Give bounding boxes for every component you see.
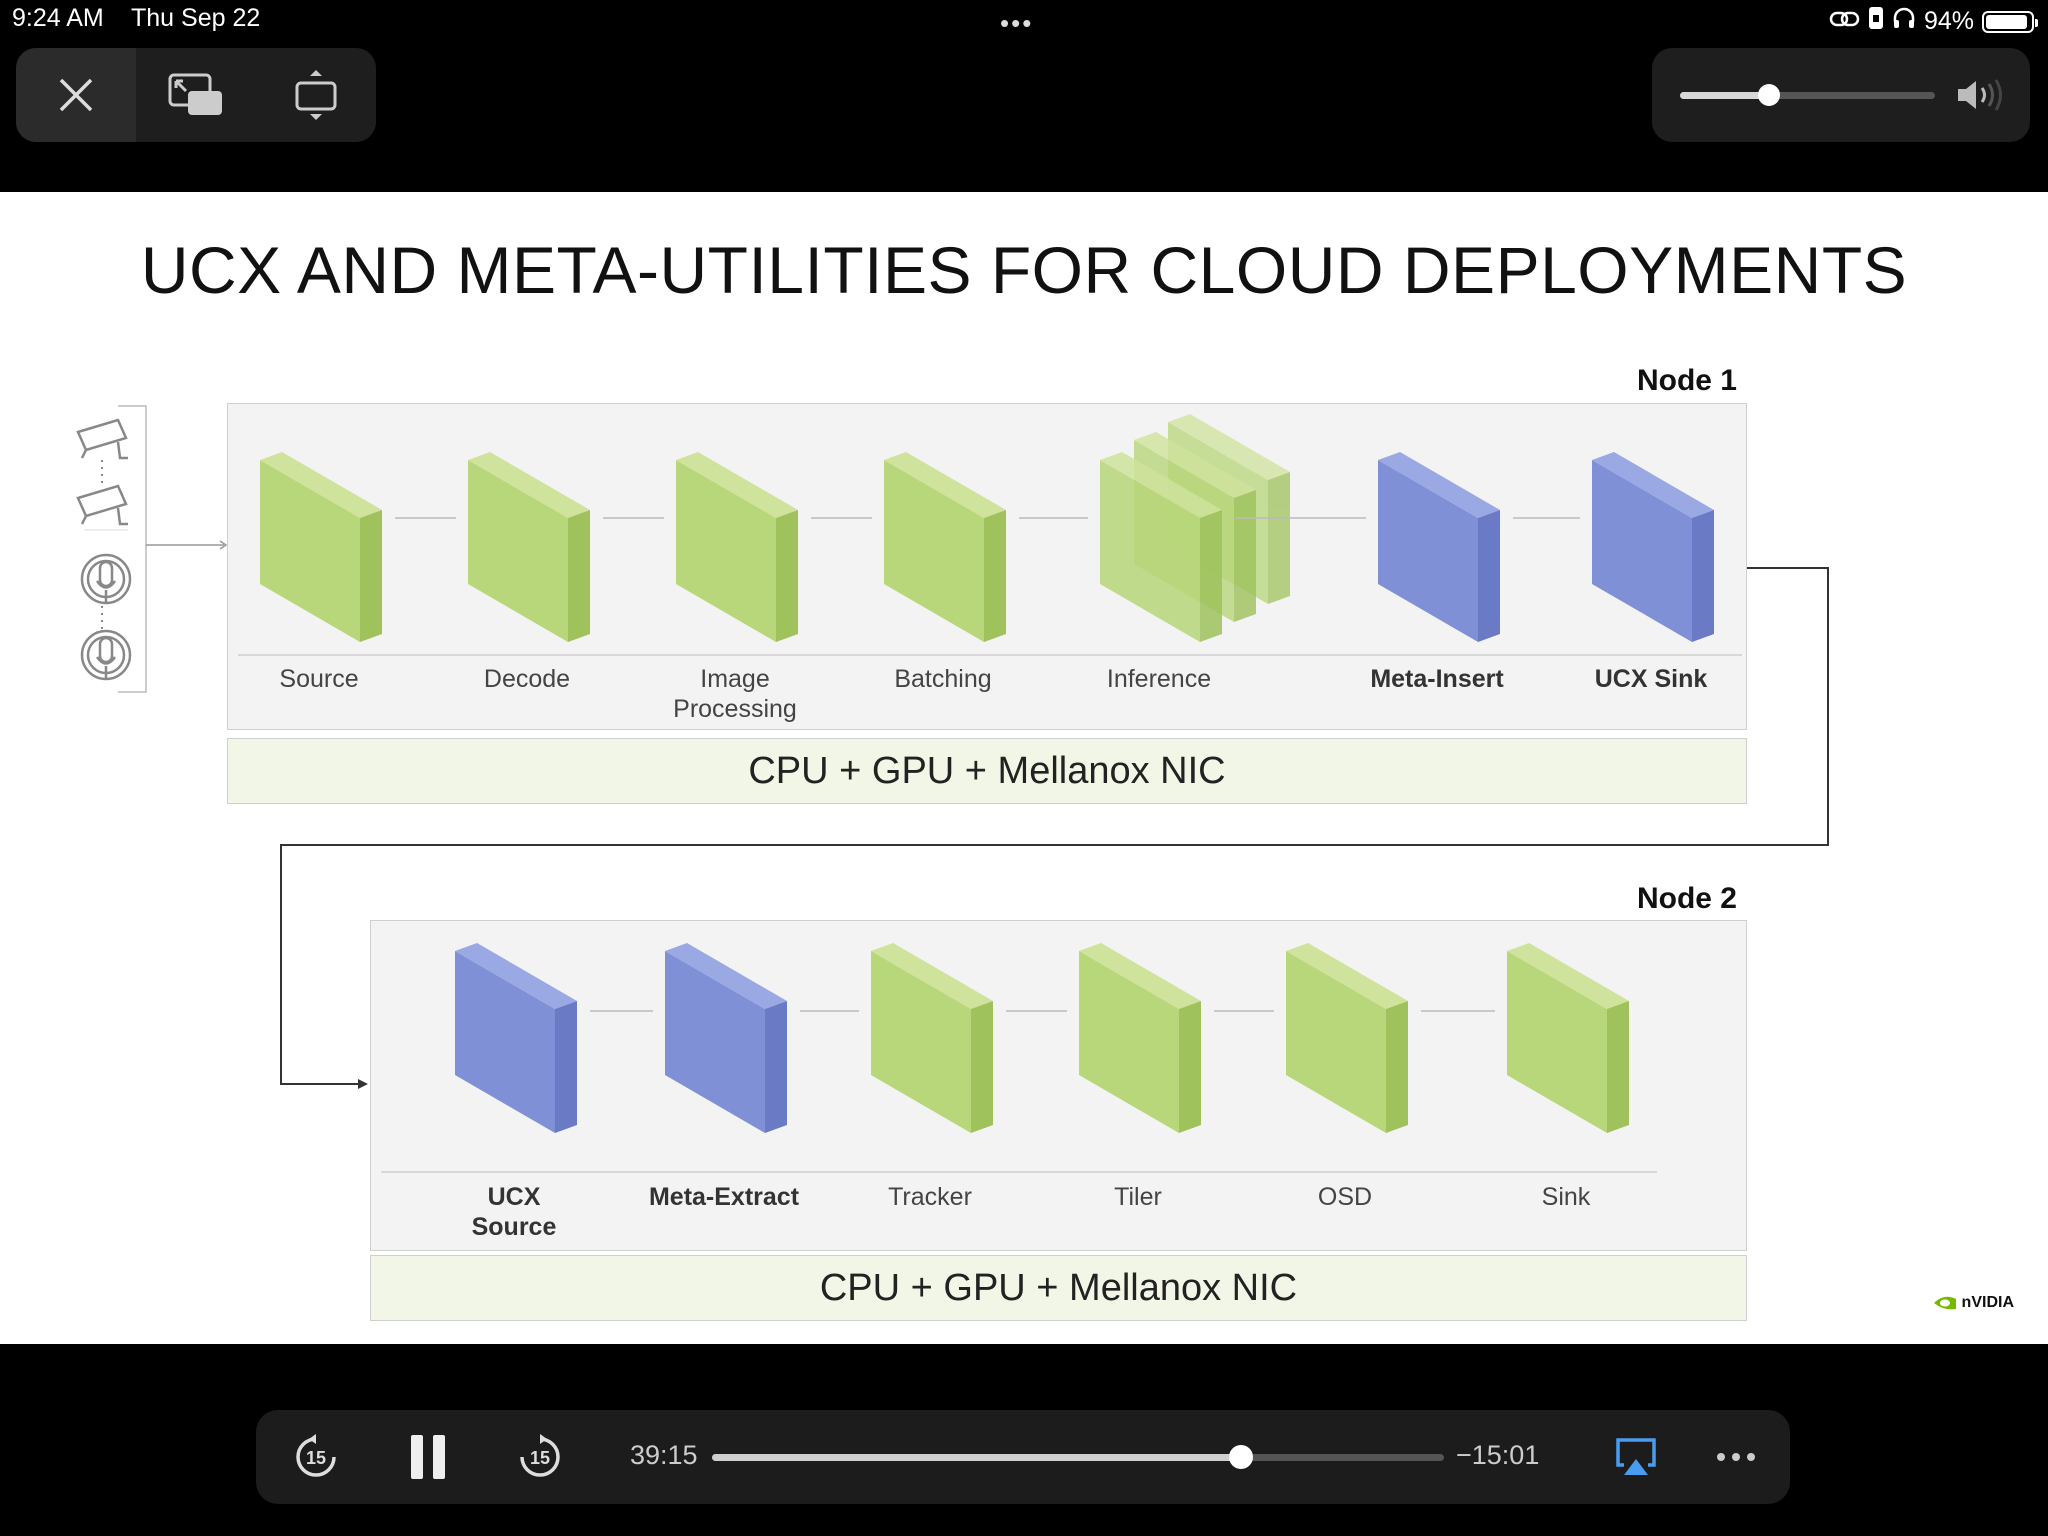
stage-label: Inference [1106, 665, 1212, 693]
link-icon [1829, 7, 1860, 36]
node2-hardware-bar: CPU + GPU + Mellanox NIC [370, 1255, 1747, 1321]
more-icon [1717, 1453, 1755, 1461]
headphones-icon [1892, 6, 1916, 37]
skip-forward-icon: 15 [520, 1434, 560, 1477]
stage-label: Batching [894, 665, 992, 693]
stage-block [665, 943, 787, 1133]
stage-block [676, 452, 798, 642]
picture-in-picture-button[interactable] [136, 48, 256, 142]
stage-block [1079, 943, 1201, 1133]
camera-icon [76, 418, 128, 460]
microphone-icon [80, 553, 132, 605]
camera-icon [76, 484, 128, 526]
status-time: 9:24 AM [12, 4, 104, 32]
pause-icon [411, 1435, 445, 1479]
progress-scrubber[interactable] [712, 1445, 1444, 1469]
volume-knob[interactable] [1758, 84, 1781, 106]
speaker-icon[interactable] [1956, 78, 2008, 117]
volume-slider[interactable] [1680, 84, 1935, 106]
close-button[interactable] [16, 48, 136, 142]
node1-pipeline [238, 414, 1742, 656]
svg-text:15: 15 [306, 1448, 326, 1468]
node1-panel [227, 403, 1747, 730]
volume-fill [1680, 92, 1770, 99]
time-elapsed: 39:15 [630, 1440, 698, 1470]
stage-block [468, 452, 590, 642]
stage-label: Meta-Insert [1370, 665, 1504, 693]
pause-button[interactable] [398, 1427, 458, 1487]
volume-control [1652, 48, 2030, 142]
progress-fill [712, 1454, 1241, 1461]
inference-block [1100, 452, 1222, 642]
close-icon [59, 78, 93, 112]
stage-block [871, 943, 993, 1133]
picture-in-picture-icon [168, 73, 222, 115]
airplay-button[interactable] [1606, 1430, 1666, 1484]
stage-block [1507, 943, 1629, 1133]
playback-controls: 15 15 39:15 −15:01 [256, 1410, 1790, 1504]
slide: UCX AND META-UTILITIES FOR CLOUD DEPLOYM… [0, 192, 2048, 1344]
aspect-fill-button[interactable] [256, 48, 376, 142]
svg-text:15: 15 [530, 1448, 550, 1468]
stage-label: Image Processing [673, 665, 797, 723]
battery-percent: 94% [1923, 7, 1974, 35]
node2-panel [370, 920, 1747, 1251]
diagram-connectors [76, 405, 1829, 1089]
nvidia-logo-text: nVIDIA [1961, 1294, 2014, 1311]
status-date: Thu Sep 22 [131, 4, 261, 32]
stage-label: UCX Sink [1594, 665, 1708, 693]
stage-block [1286, 943, 1408, 1133]
multitasking-dots-icon[interactable]: ••• [1000, 8, 1034, 38]
stage-label: Sink [1541, 1183, 1591, 1211]
node2-pipeline [381, 943, 1657, 1173]
aspect-fill-icon [295, 70, 337, 120]
node1-label: Node 1 [1636, 364, 1737, 397]
stage-label: OSD [1317, 1183, 1373, 1211]
progress-knob[interactable] [1228, 1445, 1253, 1469]
skip-back-icon: 15 [296, 1434, 336, 1477]
node1-hardware-bar: CPU + GPU + Mellanox NIC [227, 738, 1747, 804]
stage-label: Meta-Extract [648, 1183, 800, 1211]
battery-icon [1982, 10, 2038, 33]
stage-block [884, 452, 1006, 642]
stage-block [260, 452, 382, 642]
nvidia-eye-icon [1933, 1296, 1956, 1310]
skip-forward-button[interactable]: 15 [510, 1427, 570, 1487]
more-options-button[interactable] [1706, 1430, 1766, 1484]
nvidia-logo: nVIDIA [1932, 1294, 2014, 1312]
node2-label: Node 2 [1636, 882, 1737, 915]
microphone-icon [80, 629, 132, 681]
stage-block [1378, 452, 1500, 642]
slide-title: UCX AND META-UTILITIES FOR CLOUD DEPLOYM… [140, 233, 1908, 307]
stage-label: UCX Source [471, 1183, 557, 1241]
airplay-icon [1616, 1438, 1656, 1475]
stage-block [1592, 452, 1714, 642]
lock-rotation-icon [1868, 6, 1884, 37]
stage-label: Decode [483, 665, 571, 693]
stage-block [455, 943, 577, 1133]
stage-label: Tiler [1114, 1183, 1162, 1211]
time-remaining: −15:01 [1456, 1440, 1540, 1470]
stage-label: Source [279, 665, 359, 693]
status-right: 94% [1829, 6, 2038, 37]
skip-back-button[interactable]: 15 [286, 1427, 346, 1487]
stage-label: Tracker [888, 1183, 972, 1211]
player-top-controls [16, 48, 376, 142]
